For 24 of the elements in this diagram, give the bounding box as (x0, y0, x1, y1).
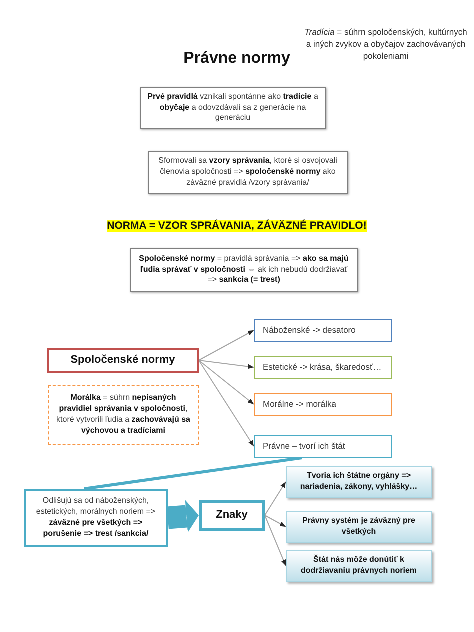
note-text: Tradícia = súhrn spoločenských, kultúrnych a iných zvykov a obyčajov zachovávaných pokoleniami (304, 27, 468, 63)
category-box: Estetické -> krása, škaredosť… (254, 356, 392, 379)
highlighted-heading: NORMA = VZOR SPRÁVANIA, ZÁVÄZNÉ PRAVIDLO! (107, 220, 367, 232)
category-box: Právne – tvorí ich štát (254, 435, 392, 458)
feature-box: Právny systém je záväzný pre všetkých (286, 511, 432, 543)
arrow (198, 360, 254, 447)
arrow (264, 515, 286, 566)
connector-line (84, 456, 303, 490)
definition-box: Morálka = súhrn nepísaných pravidiel správania v spoločnosti, ktoré vytvorili ľudia a zachovávajú sa výchovou a tradíciami (48, 385, 199, 445)
arrow (264, 482, 286, 516)
category-box: Náboženské -> desatoro (254, 319, 392, 342)
feature-box: Tvoria ich štátne orgány => nariadenia, zákony, vyhlášky… (286, 466, 432, 498)
category-box: Morálne -> morálka (254, 393, 392, 416)
title: Právne normy (184, 50, 290, 67)
definition-box: Spoločenské normy = pravidlá správania => ako sa majú ľudia správať v spoločnosti ⇔ ak ich nebudú dodržiavať => sankcia (= trest) (130, 248, 358, 292)
arrow (198, 360, 254, 370)
heading-box: Znaky (199, 500, 265, 531)
feature-box: Štát nás môže donútiť k dodržiavaniu právnych noriem (286, 550, 432, 582)
arrow (198, 330, 254, 361)
note-box: Odlišujú sa od náboženských, estetických, morálnych noriem => záväzné pre všetkých => porušenie => trest /sankcia/ (24, 489, 168, 547)
block-arrow (167, 500, 199, 533)
heading-box: Spoločenské normy (47, 348, 199, 373)
arrow (264, 515, 286, 528)
arrow (198, 360, 254, 405)
